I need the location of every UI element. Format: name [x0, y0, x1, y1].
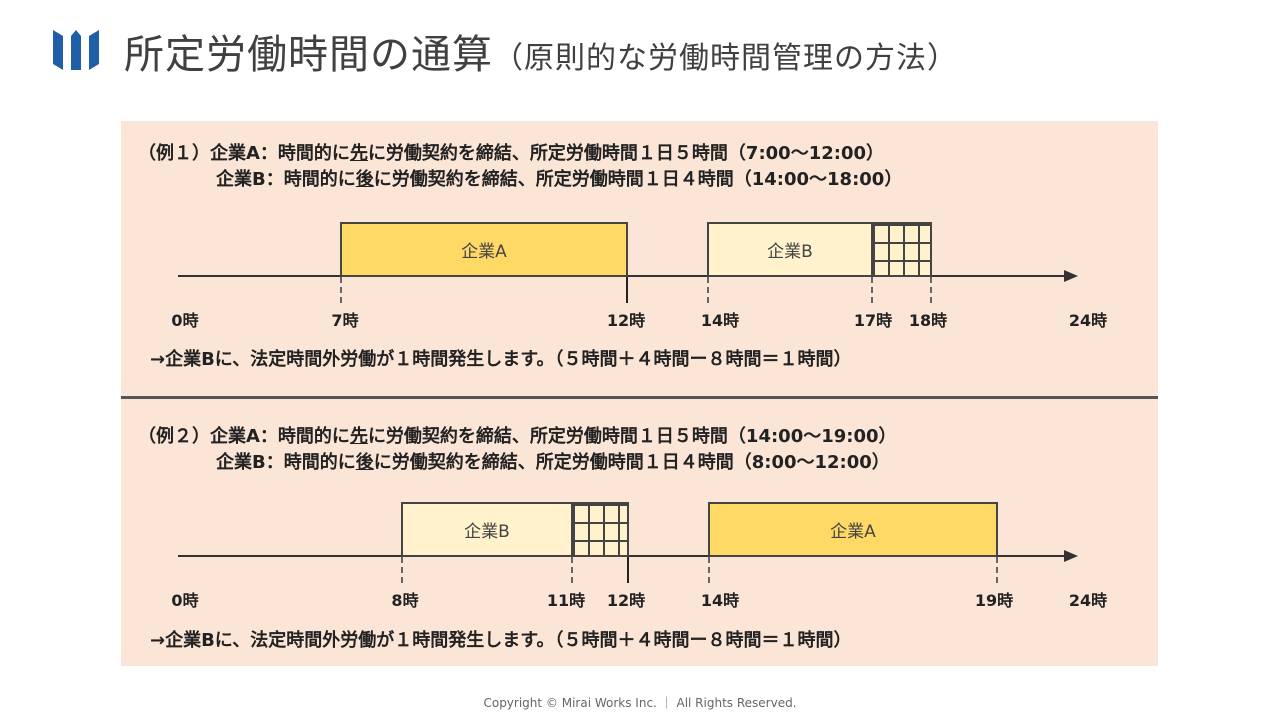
title-sub: （原則的な労働時間管理の方法）	[493, 41, 958, 76]
tick-label: 11時	[546, 591, 586, 610]
tick-label: 17時	[853, 311, 893, 330]
tick	[708, 557, 710, 583]
tick-label: 0時	[171, 591, 199, 610]
tick-label: 8時	[391, 591, 419, 610]
tick-label: 12時	[606, 311, 646, 330]
tick-label: 18時	[908, 311, 948, 330]
tick	[707, 277, 709, 303]
logo	[52, 28, 100, 76]
tick	[996, 557, 998, 583]
company-logo-icon	[53, 30, 99, 70]
tick-label: 12時	[606, 591, 646, 610]
tick-label: 14時	[700, 311, 740, 330]
tick	[871, 277, 873, 303]
arrow-icon	[1064, 550, 1078, 562]
diagram-panel	[121, 121, 1158, 666]
ex1-block-company-a: 企業A	[340, 222, 628, 277]
tick-label: 24時	[1068, 591, 1108, 610]
tick-label: 14時	[700, 591, 740, 610]
page-title: 所定労働時間の通算（原則的な労働時間管理の方法）	[124, 22, 958, 80]
tick	[571, 557, 573, 583]
tick-label: 24時	[1068, 311, 1108, 330]
ex2-line2: 企業B：時間的に後に労働契約を締結、所定労働時間１日４時間（8:00～12:00…	[216, 452, 890, 473]
tick	[401, 557, 403, 583]
ex1-result: →企業Bに、法定時間外労働が１時間発生します。（５時間＋４時間ー８時間＝１時間）	[150, 349, 852, 370]
tick-label: 19時	[974, 591, 1014, 610]
tick	[340, 277, 342, 303]
ex2-overtime-block	[571, 502, 629, 557]
ex1-block-company-b: 企業B	[707, 222, 873, 277]
arrow-icon	[1064, 270, 1078, 282]
ex1-overtime-block	[871, 222, 932, 277]
ex1-line2: 企業B：時間的に後に労働契約を締結、所定労働時間１日４時間（14:00～18:0…	[216, 169, 903, 190]
tick-label: 0時	[171, 311, 199, 330]
ex1-line1: （例１）企業A：時間的に先に労働契約を締結、所定労働時間１日５時間（7:00～1…	[138, 143, 885, 164]
tick	[930, 277, 932, 303]
ex2-block-company-a: 企業A	[708, 502, 998, 557]
ex2-block-company-b: 企業B	[401, 502, 573, 557]
tick-label: 7時	[331, 311, 359, 330]
ex2-line1: （例２）企業A：時間的に先に労働契約を締結、所定労働時間１日５時間（14:00～…	[138, 426, 897, 447]
ex2-result: →企業Bに、法定時間外労働が１時間発生します。（５時間＋４時間ー８時間＝１時間）	[150, 630, 852, 651]
tick	[626, 277, 628, 303]
title-main: 所定労働時間の通算	[124, 32, 493, 78]
copyright-footer: Copyright © Mirai Works Inc. ｜ All Right…	[483, 696, 797, 710]
divider	[121, 396, 1158, 399]
tick	[627, 557, 629, 583]
